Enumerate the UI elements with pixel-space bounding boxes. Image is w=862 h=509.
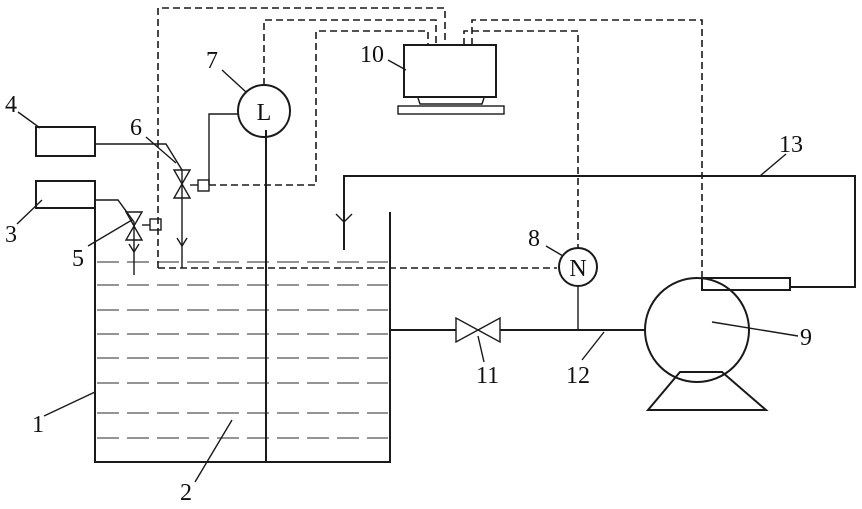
- label-10: 10: [360, 42, 384, 68]
- label-3: 3: [5, 222, 17, 248]
- flow-sensor-symbol: N: [569, 256, 586, 282]
- label-13: 13: [779, 132, 803, 158]
- level-sensor-7: L: [238, 85, 290, 137]
- return-pipe-13: [344, 176, 855, 287]
- label-5: 5: [72, 246, 84, 272]
- label-1: 1: [32, 412, 44, 438]
- label-11: 11: [476, 363, 499, 389]
- valve6-signal-wire: [209, 114, 238, 185]
- supply-pipe-4: [95, 144, 182, 268]
- label-4: 4: [5, 92, 17, 118]
- supply-box-4: [36, 127, 95, 156]
- label-8: 8: [528, 226, 540, 252]
- label-2: 2: [180, 480, 192, 506]
- valve-5[interactable]: [126, 212, 161, 240]
- labels: 1 2 3 4 5 6 7 8 9 10 11 12 13: [5, 42, 812, 506]
- label-9: 9: [800, 325, 812, 351]
- pump-9: [645, 278, 790, 410]
- water-body: [97, 262, 388, 438]
- supply-box-3: [36, 181, 95, 208]
- label-7: 7: [206, 48, 218, 74]
- level-sensor-symbol: L: [257, 100, 272, 126]
- label-6: 6: [130, 115, 142, 141]
- valve-6[interactable]: [174, 170, 209, 198]
- signal-lines: [158, 8, 702, 282]
- label-12: 12: [566, 363, 590, 389]
- flow-sensor-8: N: [559, 248, 597, 330]
- computer-10: [398, 45, 504, 114]
